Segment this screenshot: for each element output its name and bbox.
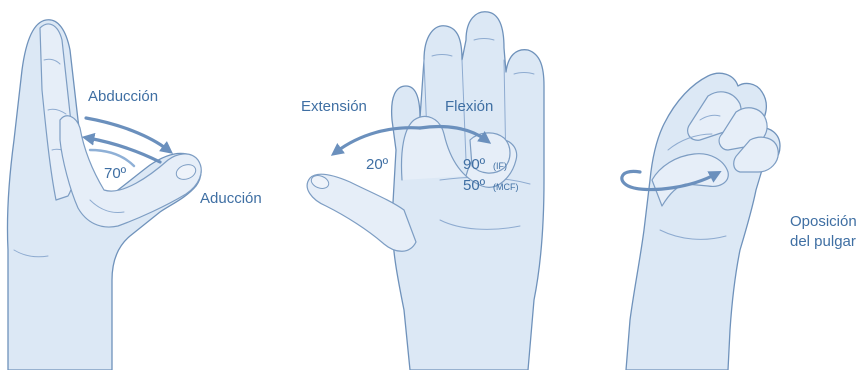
flexion-ip-value: 90º	[463, 156, 486, 173]
extension-label: Extensión	[301, 98, 367, 115]
flexion-label: Flexión	[445, 98, 493, 115]
abduction-label: Abducción	[88, 88, 158, 105]
angle-70-label: 70º	[104, 165, 127, 182]
flexion-ip-unit: (IF)	[493, 161, 507, 171]
right-hand-illustration	[626, 73, 780, 370]
abduction-arrow	[86, 118, 168, 150]
adduction-label: Aducción	[200, 190, 262, 207]
left-arrows	[86, 118, 168, 166]
flexion-mcp-value: 50º	[463, 177, 486, 194]
angle-arc	[90, 150, 134, 166]
opposition-label-line1: Oposición	[790, 213, 857, 230]
extension-angle-label: 20º	[366, 156, 389, 173]
flexion-mcp-unit: (MCF)	[493, 182, 519, 192]
left-hand-illustration	[7, 20, 201, 370]
opposition-label-line2: del pulgar	[790, 233, 856, 250]
